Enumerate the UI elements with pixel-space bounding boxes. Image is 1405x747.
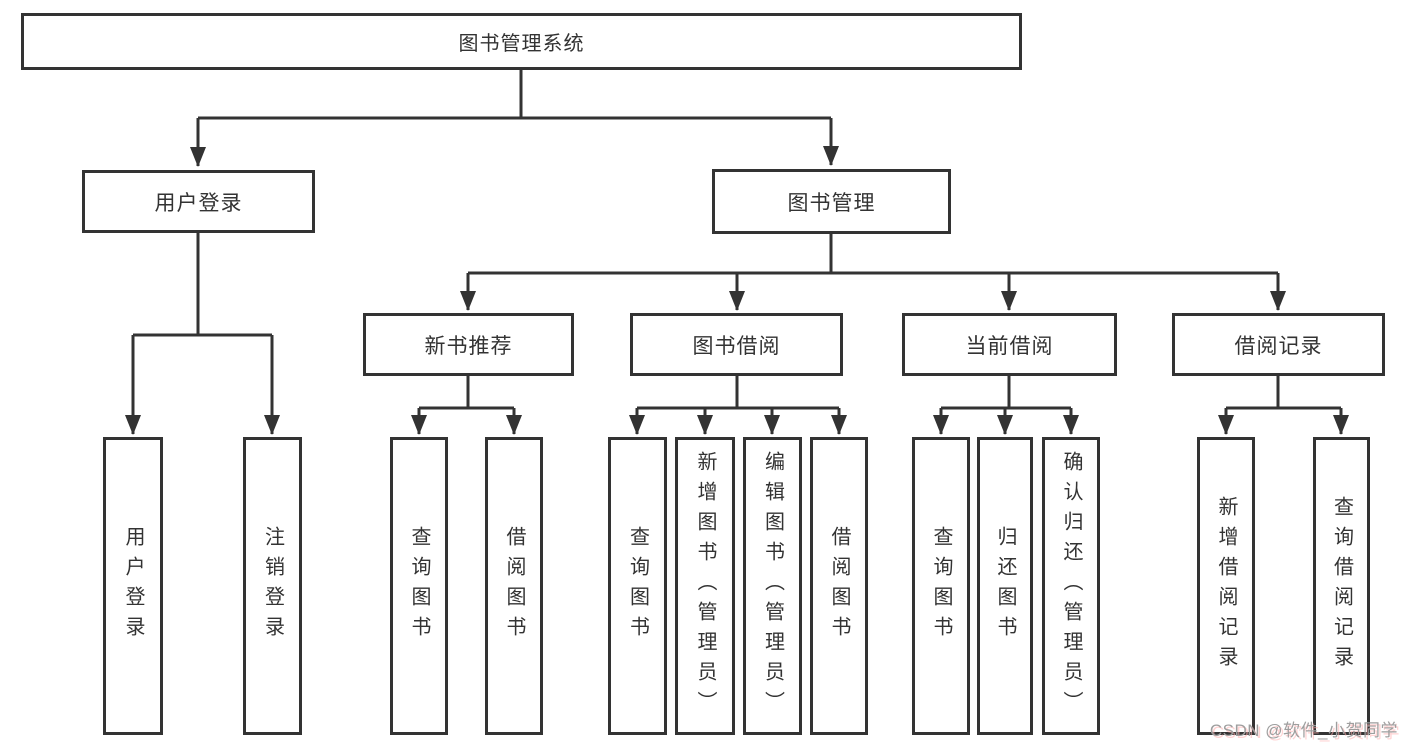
node-leaf-current-search-books: 查询图书 xyxy=(912,437,970,735)
connector-borrow-records-stem xyxy=(1226,376,1341,410)
connector-current-borrow-stem xyxy=(941,376,1071,410)
connector-user-login-stem xyxy=(133,233,272,337)
node-leaf-recommend-borrow-books: 借阅图书 xyxy=(485,437,543,735)
node-leaf-borrow-books: 借阅图书 xyxy=(810,437,868,735)
node-leaf-recommend-search-books: 查询图书 xyxy=(390,437,448,735)
node-book-management: 图书管理 xyxy=(712,169,951,234)
connector-book-management-stem xyxy=(468,234,1278,275)
connector-book-borrow-stem xyxy=(637,376,839,410)
node-leaf-return-books: 归还图书 xyxy=(977,437,1033,735)
node-leaf-search-borrow-record: 查询借阅记录 xyxy=(1313,437,1370,735)
connector-root-stem xyxy=(198,70,831,120)
csdn-watermark: CSDN @软件_小贺同学 xyxy=(1209,721,1398,740)
node-leaf-add-books-admin: 新增图书（管理员） xyxy=(675,437,735,735)
node-leaf-logout: 注销登录 xyxy=(243,437,302,735)
node-leaf-user-login: 用户登录 xyxy=(103,437,163,735)
node-current-borrow: 当前借阅 xyxy=(902,313,1117,376)
node-library-system: 图书管理系统 xyxy=(21,13,1022,70)
node-leaf-edit-books-admin: 编辑图书（管理员） xyxy=(743,437,802,735)
node-book-borrow: 图书借阅 xyxy=(630,313,843,376)
node-new-book-recommend: 新书推荐 xyxy=(363,313,574,376)
node-user-login: 用户登录 xyxy=(82,170,315,233)
node-borrow-records: 借阅记录 xyxy=(1172,313,1385,376)
connector-new-book-recommend-stem xyxy=(419,376,514,410)
node-leaf-borrow-search-books: 查询图书 xyxy=(608,437,667,735)
node-leaf-confirm-return-admin: 确认归还（管理员） xyxy=(1042,437,1100,735)
node-leaf-add-borrow-record: 新增借阅记录 xyxy=(1197,437,1255,735)
